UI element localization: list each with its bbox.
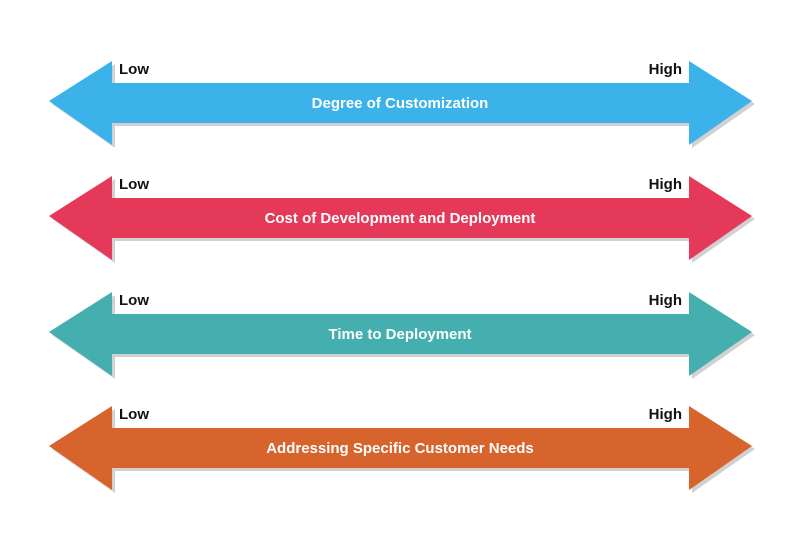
double-arrow-icon xyxy=(49,176,755,263)
low-label: Low xyxy=(119,292,149,309)
arrow-scale: Low High Time to Deployment xyxy=(0,292,800,382)
high-label: High xyxy=(648,176,682,193)
arrow-scale: Low High Cost of Development and Deploym… xyxy=(0,176,800,266)
double-arrow-icon xyxy=(49,292,755,379)
arrow-title: Degree of Customization xyxy=(311,95,489,112)
arrow-title: Cost of Development and Deployment xyxy=(264,210,536,227)
arrow-shape xyxy=(49,61,752,145)
double-arrow-icon xyxy=(49,61,755,148)
low-label: Low xyxy=(119,176,149,193)
arrow-title: Addressing Specific Customer Needs xyxy=(266,440,534,457)
arrow-shape xyxy=(49,406,752,490)
arrow-title: Time to Deployment xyxy=(328,326,472,343)
arrow-scale: Low High Degree of Customization xyxy=(0,61,800,151)
double-arrow-icon xyxy=(49,406,755,493)
high-label: High xyxy=(648,61,682,78)
arrow-scale: Low High Addressing Specific Customer Ne… xyxy=(0,406,800,496)
high-label: High xyxy=(648,406,682,423)
low-label: Low xyxy=(119,61,149,78)
low-label: Low xyxy=(119,406,149,423)
arrow-shape xyxy=(49,292,752,376)
high-label: High xyxy=(648,292,682,309)
arrow-shape xyxy=(49,176,752,260)
